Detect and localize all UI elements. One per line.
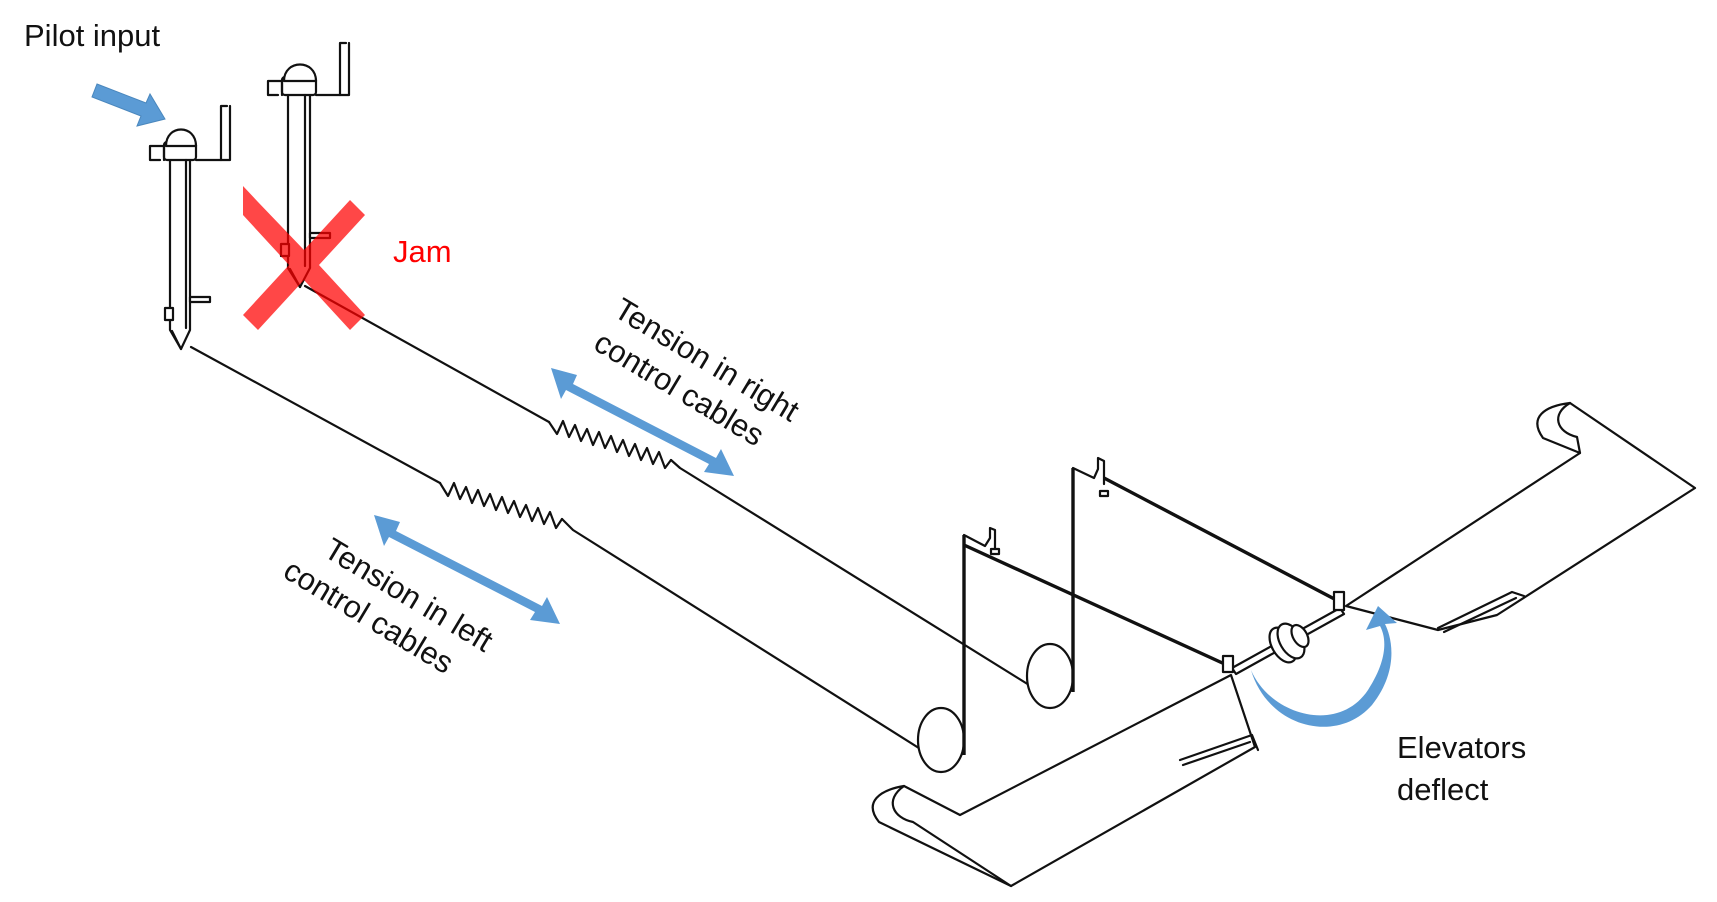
- right-tension-double-arrow-icon: [551, 368, 734, 476]
- right-elevator: [1344, 401, 1697, 634]
- left-tension-double-arrow-icon: [374, 515, 560, 624]
- torque-tube: [1221, 590, 1346, 676]
- left-elevator: [871, 673, 1260, 888]
- right-tension-label: Tension in right control cables: [588, 291, 805, 453]
- pilot-input-arrow-icon: [91, 83, 166, 127]
- left-tension-label: Tension in left control cables: [278, 531, 499, 681]
- elevator-deflect-curved-arrow-icon: [1251, 606, 1397, 727]
- jam-x-cross-icon: [243, 186, 365, 330]
- elevators-label-line2: deflect: [1397, 772, 1489, 807]
- pulley-assembly: [916, 456, 1343, 774]
- elevators-label-line1: Elevators: [1397, 730, 1526, 765]
- jam-label: Jam: [393, 234, 452, 269]
- left-control-cable: [189, 345, 943, 764]
- pilot-input-label: Pilot input: [24, 18, 161, 53]
- left-control-column: [148, 104, 232, 351]
